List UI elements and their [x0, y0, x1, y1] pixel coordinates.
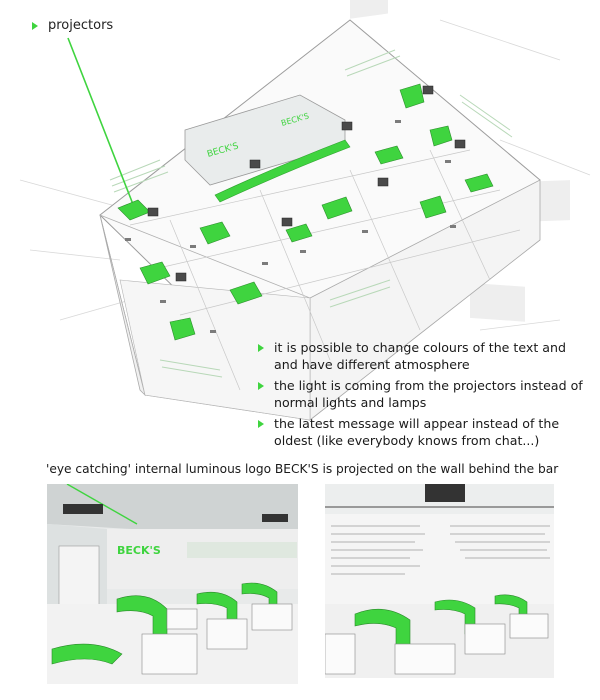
feature-notes: it is possible to change colours of the …	[258, 339, 588, 453]
note-text: the light is coming from the projectors …	[274, 378, 583, 410]
projectors-label: projectors	[32, 18, 113, 33]
note-text: it is possible to change colours of the …	[274, 340, 566, 372]
note-text: the latest message will appear instead o…	[274, 416, 560, 448]
interior-render-seating	[325, 484, 554, 678]
bullet-triangle-icon	[32, 21, 38, 30]
note-item: the light is coming from the projectors …	[258, 377, 588, 411]
bullet-triangle-icon	[258, 420, 264, 428]
projector-icon	[147, 85, 466, 282]
wall-logo: BECK'S	[117, 544, 161, 557]
bar-plan-render: BECK'S BECK'S	[19, 0, 591, 421]
note-item: the latest message will appear instead o…	[258, 415, 588, 449]
projectors-label-text: projectors	[48, 18, 114, 33]
interior-render-bar: BECK'S	[47, 484, 298, 684]
bullet-triangle-icon	[258, 344, 264, 352]
note-item: it is possible to change colours of the …	[258, 339, 588, 373]
logo-caption: 'eye catching' internal luminous logo BE…	[46, 462, 559, 476]
bullet-triangle-icon	[258, 382, 264, 390]
